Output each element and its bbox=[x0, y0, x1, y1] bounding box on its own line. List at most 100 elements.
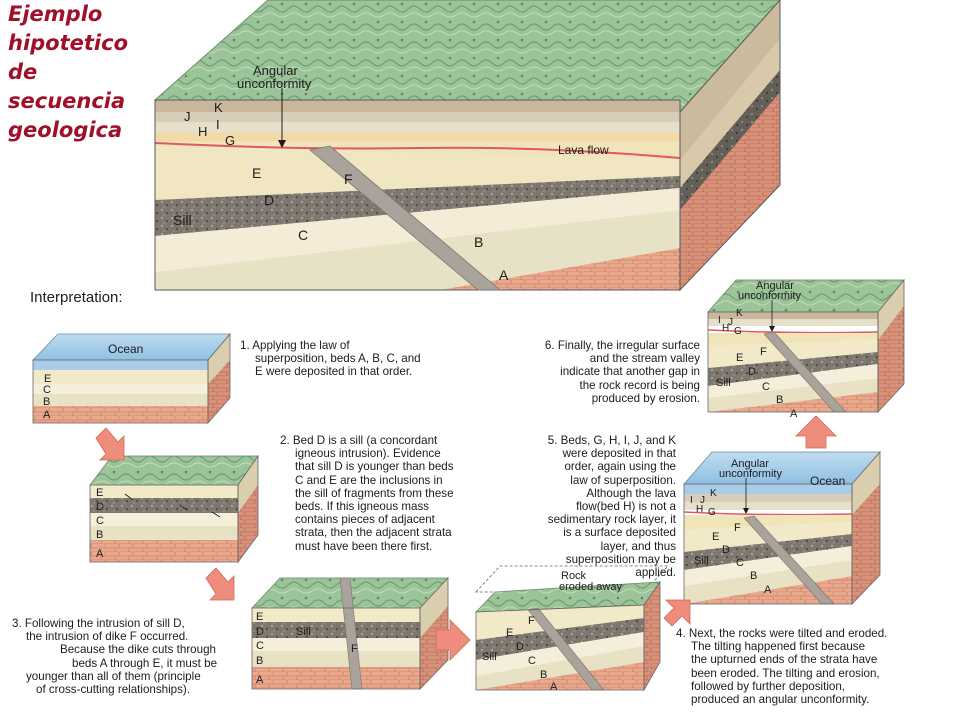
step-line: Bed D is a sill (a concordant bbox=[292, 434, 438, 447]
step-line: been eroded. The tilting and erosion, bbox=[691, 666, 880, 680]
block-4: Rock eroded away E F D Sill C B A bbox=[475, 565, 669, 693]
sequence-arrows bbox=[95, 415, 837, 661]
main-bed-a bbox=[440, 248, 680, 290]
block5-bed-c bbox=[684, 546, 852, 586]
step-4-caption: 4. Next, the rocks were tilted and erode… bbox=[676, 627, 887, 706]
block5-label-k: K bbox=[710, 488, 717, 499]
step-line: E were deposited in that order. bbox=[255, 365, 413, 379]
block6-bed-c bbox=[708, 364, 878, 398]
main-top-surface bbox=[153, 0, 781, 113]
step-line: were deposited in that bbox=[562, 447, 676, 461]
block3-bed-d bbox=[252, 622, 420, 638]
interpretation-label: Interpretation: bbox=[30, 289, 123, 306]
step-line: superposition may be bbox=[565, 552, 676, 566]
main-dike-f bbox=[309, 145, 502, 291]
block2-label-b: B bbox=[96, 529, 103, 541]
main-bed-k bbox=[155, 100, 680, 112]
step-line: flow(bed H) is not a bbox=[576, 500, 676, 514]
block5-label-sill: Sill bbox=[694, 555, 709, 567]
block2-label-e: E bbox=[96, 487, 103, 499]
title-line: hipotetico bbox=[8, 31, 129, 55]
step-line: strata, then the adjacent strata bbox=[295, 526, 452, 540]
step-line: C and E are the inclusions in bbox=[295, 473, 443, 487]
step-line: order, again using the bbox=[564, 460, 676, 474]
step-line: beds. If this igneous mass bbox=[295, 500, 430, 514]
step-number: 5. bbox=[547, 434, 558, 447]
step-line: applied. bbox=[635, 566, 676, 580]
main-label-j: J bbox=[184, 109, 191, 124]
block4-label-a: A bbox=[550, 681, 558, 693]
main-label-sill: Sill bbox=[173, 212, 192, 228]
block5-bed-d bbox=[684, 534, 852, 570]
block4-label-sill: Sill bbox=[482, 651, 497, 663]
main-lava-flow bbox=[154, 142, 681, 159]
block-1: Ocean E C B A bbox=[32, 332, 231, 425]
block5-label-j: J bbox=[700, 495, 705, 506]
block1-bed-c bbox=[33, 384, 208, 394]
step-line: beds A through E, it must be bbox=[72, 656, 218, 670]
main-label-lava-flow: Lava flow bbox=[558, 143, 609, 157]
block-3: E D Sill C F B A bbox=[251, 576, 449, 690]
step-line: contains pieces of adjacent bbox=[295, 513, 435, 527]
main-label-angular: Angular bbox=[253, 63, 298, 78]
step-line: that sill D is younger than beds bbox=[295, 460, 454, 474]
block5-label-b: B bbox=[750, 570, 757, 582]
step-3-caption: 3. Following the intrusion of sill D, th… bbox=[12, 617, 217, 696]
main-bed-i bbox=[155, 122, 680, 133]
step-line: produced an angular unconformity. bbox=[691, 693, 870, 707]
step-line: Following the intrusion of sill D, bbox=[24, 617, 185, 630]
step-number: 4. bbox=[676, 627, 686, 640]
block4-label-c: C bbox=[528, 655, 536, 667]
block6-label-c: C bbox=[762, 381, 770, 393]
main-label-h: H bbox=[198, 124, 207, 139]
block1-bed-e bbox=[33, 370, 208, 384]
main-label-c: C bbox=[298, 227, 308, 243]
main-bed-j bbox=[155, 112, 680, 122]
block1-label-e: E bbox=[44, 373, 51, 385]
block3-label-f: F bbox=[351, 643, 358, 655]
main-label-e: E bbox=[252, 165, 261, 181]
block6-label-g: G bbox=[734, 326, 742, 337]
block4-bed-e bbox=[476, 605, 644, 640]
block2-bed-a bbox=[90, 540, 238, 562]
block4-bed-a bbox=[476, 662, 644, 690]
step-line: Finally, the irregular surface bbox=[557, 339, 700, 352]
block3-label-c: C bbox=[256, 640, 264, 652]
block3-bed-c bbox=[252, 638, 420, 651]
block5-label-e: E bbox=[712, 531, 719, 543]
step-number: 6. bbox=[544, 339, 555, 352]
block6-label-i: I bbox=[718, 315, 721, 326]
block6-label-b: B bbox=[776, 394, 783, 406]
main-bed-b bbox=[155, 210, 680, 290]
block5-label-i: I bbox=[690, 495, 693, 506]
step-line: followed by further deposition, bbox=[691, 679, 846, 693]
block6-label-h: H bbox=[722, 323, 729, 334]
main-label-f: F bbox=[344, 171, 353, 187]
block5-label-h: H bbox=[696, 504, 703, 515]
block5-label-angular: Angular bbox=[731, 458, 769, 470]
block2-label-d: D bbox=[96, 501, 104, 513]
step-line: law of superposition. bbox=[570, 473, 676, 487]
block3-label-b: B bbox=[256, 655, 263, 667]
step-2-caption: 2. Bed D is a sill (a concordant igneous… bbox=[280, 434, 454, 553]
step-number: 1. bbox=[240, 339, 250, 352]
step-line: Because the dike cuts through bbox=[60, 643, 216, 657]
block6-label-unconformity: unconformity bbox=[738, 290, 801, 302]
block4-label-b: B bbox=[540, 669, 547, 681]
main-block: Angular unconformity Lava flow K J I H G… bbox=[153, 0, 781, 292]
step-line: The tilting happened first because bbox=[691, 640, 866, 654]
block3-label-sill: Sill bbox=[296, 626, 311, 638]
step-1-caption: 1. Applying the law of superposition, be… bbox=[240, 339, 421, 379]
block2-bed-d bbox=[90, 498, 238, 513]
block4-label-rock: Rock bbox=[561, 570, 587, 582]
arrow-3-to-4 bbox=[435, 619, 471, 661]
step-line: igneous intrusion). Evidence bbox=[295, 447, 441, 461]
block6-label-f: F bbox=[760, 346, 767, 358]
block5-bed-b bbox=[684, 560, 852, 604]
arrow-2-to-3 bbox=[205, 567, 235, 601]
step-line: of cross-cutting relationships). bbox=[36, 683, 191, 697]
block2-bed-e bbox=[90, 485, 238, 498]
block1-label-a: A bbox=[43, 409, 51, 421]
step-line: Applying the law of bbox=[252, 339, 350, 352]
